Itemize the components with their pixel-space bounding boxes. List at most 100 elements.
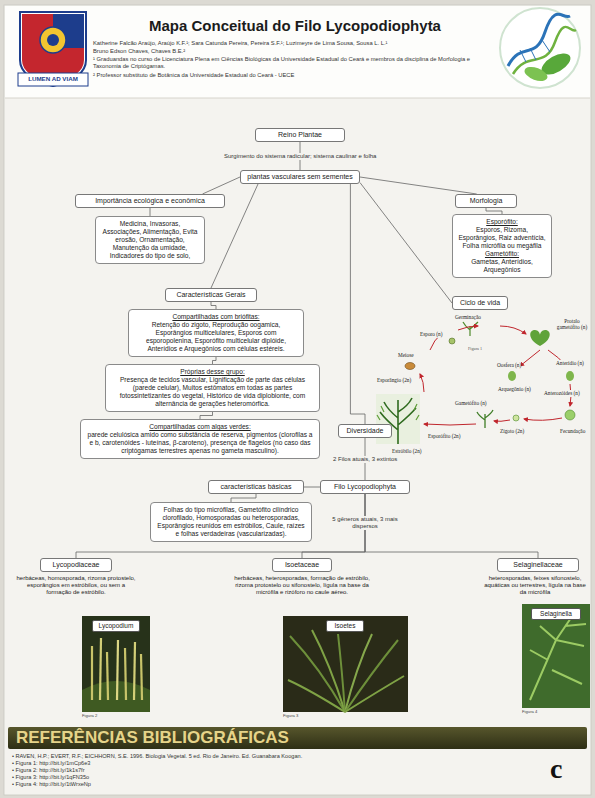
biology-logo bbox=[500, 8, 580, 88]
header-rule bbox=[5, 98, 590, 99]
figure-caption: Figura 4 bbox=[522, 709, 537, 715]
connector bbox=[360, 177, 477, 194]
figure-caption: Figura 1 bbox=[468, 346, 482, 352]
box-heading: Compartilhadas com briófitas: bbox=[133, 313, 299, 321]
box-text: plantas vasculares sem sementes bbox=[247, 173, 352, 181]
reference: • Figura 3: http://bit.ly/1qFN35o bbox=[12, 774, 89, 781]
connector bbox=[200, 412, 213, 419]
affiliation: ² Professor substituto de Botânica da Un… bbox=[93, 72, 493, 79]
cycle-label: Anterozóides (n) bbox=[544, 390, 580, 397]
box-text: Retenção do zigoto, Reprodução oogamica,… bbox=[133, 321, 299, 353]
box-heading: Compartilhadas com algas verdes: bbox=[85, 423, 315, 431]
box-text: Isoetes bbox=[335, 622, 356, 630]
connector bbox=[213, 357, 217, 364]
box-text: Diversidade bbox=[347, 427, 384, 435]
connector bbox=[304, 487, 320, 488]
topic-box: Importância ecológica e econômica bbox=[75, 194, 225, 208]
box-text: Morfologia bbox=[470, 197, 503, 205]
cycle-label: Estróbilo (2n) bbox=[392, 448, 422, 455]
box-text: parede celulósica amido como substância … bbox=[85, 431, 315, 455]
family-box: Lycopodiaceae bbox=[40, 558, 112, 572]
reference: • Figura 4: http://bit.ly/1tWrxeNp bbox=[12, 781, 91, 788]
authors: Katherine Falcão Araújo, Araújo K.F.¹; S… bbox=[93, 40, 498, 47]
list-box: Próprias desse grupo:Presença de tecidos… bbox=[105, 364, 320, 412]
header-band bbox=[5, 6, 590, 98]
cycle-label: Zigoto (2n) bbox=[500, 428, 524, 435]
box-text: Filo Lycopodiophyta bbox=[334, 483, 396, 491]
group-box: plantas vasculares sem sementes bbox=[240, 170, 360, 184]
family-notes: heterosporadas, feixes sifonostelo, aquá… bbox=[481, 575, 589, 596]
box-text: Medicina, Invasoras, Associações, Alimen… bbox=[100, 220, 200, 260]
connector bbox=[211, 302, 216, 309]
cycle-label: Esporângio (2n) bbox=[377, 377, 411, 384]
box-text: Ciclo de vida bbox=[460, 299, 500, 307]
figure-caption: Figura 3 bbox=[283, 713, 298, 719]
edge-label: 5 gêneros atuais, 3 mais dispersos bbox=[328, 516, 402, 530]
box-text: Importância ecológica e econômica bbox=[95, 197, 205, 205]
list-box: Esporófito:Esporos, Rizoma, Esporângios,… bbox=[452, 214, 552, 278]
box-text: Isoetaceae bbox=[285, 561, 319, 569]
authors: Bruno Edson Chaves, Chaves B.E.² bbox=[93, 48, 498, 55]
box-heading: Gametófito: bbox=[457, 250, 547, 258]
university-crest bbox=[18, 12, 88, 86]
poster-title: Mapa Conceitual do Filo Lycopodiophyta bbox=[95, 17, 495, 35]
connector bbox=[350, 184, 365, 424]
box-text: REFERÊNCIAS BIBLIOGRÁFICAS bbox=[16, 729, 579, 747]
photo-label: Isoetes bbox=[326, 620, 364, 632]
motto: LUMEN AD VIAM bbox=[20, 75, 86, 83]
connector bbox=[231, 494, 256, 502]
lycopodium-photo bbox=[82, 616, 150, 712]
connector bbox=[203, 177, 241, 194]
edge-label: 2 Filos atuais, 3 extintos bbox=[332, 456, 398, 463]
box-text: Lycopodiaceae bbox=[53, 561, 100, 569]
reference: • Figura 1: http://bit.ly/1mCp6e3 bbox=[12, 760, 90, 767]
kingdom-box: Reino Plantae bbox=[255, 128, 345, 142]
photo-label: Lycopodium bbox=[92, 620, 140, 632]
family-box: Isoetaceae bbox=[272, 558, 332, 572]
box-text: Gametas, Anterídios, Arquegônios bbox=[457, 258, 547, 274]
list-box: Compartilhadas com briófitas:Retenção do… bbox=[128, 309, 304, 357]
box-text: Presença de tecidos vascular, Lignificaç… bbox=[110, 376, 315, 408]
box-heading: Esporófito: bbox=[457, 218, 547, 226]
cycle-label: Germinação bbox=[455, 314, 481, 321]
topic-box: Morfologia bbox=[455, 194, 517, 208]
family-box: Selaginellaceae bbox=[497, 558, 579, 572]
list-box: Medicina, Invasoras, Associações, Alimen… bbox=[95, 216, 205, 264]
cycle-label: Fecundação bbox=[560, 428, 585, 435]
cycle-label: Gametófito (n) bbox=[455, 400, 487, 407]
box-text: Esporos, Rizoma, Esporângios, Raiz adven… bbox=[457, 226, 547, 250]
connector bbox=[76, 494, 365, 558]
box-text: Características Gerais bbox=[176, 291, 245, 299]
reference: • Figura 2: http://bit.ly/1k1s7fr bbox=[12, 767, 85, 774]
figure-caption: Figura 2 bbox=[82, 713, 97, 719]
cycle-label: Esporófito (2n) bbox=[428, 433, 461, 440]
family-notes: herbáceas, heterosporadas, formação de e… bbox=[232, 575, 372, 596]
affiliation: ¹ Graduandas no curso de Licenciatura Pl… bbox=[93, 56, 493, 70]
section-banner: REFERÊNCIAS BIBLIOGRÁFICAS bbox=[8, 727, 587, 749]
connector bbox=[360, 183, 452, 303]
phylum-box: Filo Lycopodiophyta bbox=[320, 480, 410, 494]
topic-box: Características Gerais bbox=[165, 288, 257, 302]
life-cycle-illustration bbox=[376, 322, 575, 444]
cycle-label: Arquegônio (n) bbox=[498, 386, 531, 393]
topic-box: Ciclo de vida bbox=[452, 296, 508, 310]
list-box: Folhas do tipo micrófilas, Gametófito ci… bbox=[150, 502, 312, 542]
cycle-label: Anterídio (n) bbox=[556, 360, 584, 367]
photo-label: Selaginella bbox=[531, 608, 581, 620]
reference: • RAVEN, H.P.; EVERT, R.F.; EICHHORN, S.… bbox=[12, 753, 302, 760]
isoetes-photo bbox=[283, 616, 408, 712]
cycle-label: Protalo gametófito (n) bbox=[554, 318, 590, 330]
box-text: Folhas do tipo micrófilas, Gametófito ci… bbox=[155, 506, 307, 538]
box-text: Selaginellaceae bbox=[513, 561, 562, 569]
cycle-label: Esporo (n) bbox=[420, 331, 443, 338]
family-notes: herbáceas, homosporada, rizoma protostel… bbox=[15, 575, 137, 596]
connector bbox=[150, 208, 151, 216]
list-box: Compartilhadas com algas verdes:parede c… bbox=[80, 419, 320, 459]
cycle-label: Oosfera (n) bbox=[497, 362, 521, 369]
cycle-label: Meiose bbox=[398, 352, 414, 359]
panel-letter: c bbox=[550, 752, 562, 786]
box-text: Reino Plantae bbox=[278, 131, 322, 139]
topic-box: Diversidade bbox=[338, 424, 392, 438]
